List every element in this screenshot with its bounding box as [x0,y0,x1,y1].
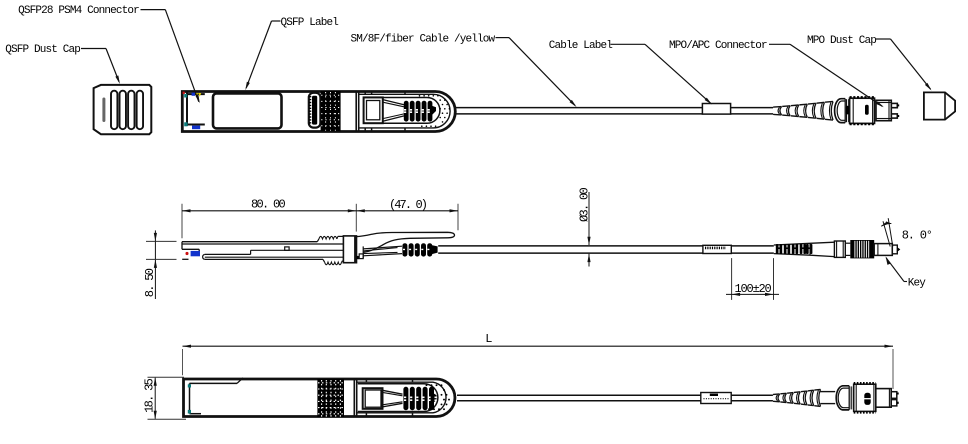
svg-text:QSFP Dust Cap: QSFP Dust Cap [5,44,80,56]
svg-text:QSFP28 PSM4 Connector: QSFP28 PSM4 Connector [18,5,139,17]
svg-text:MPO Dust Cap: MPO Dust Cap [807,35,876,47]
svg-text:18. 35: 18. 35 [143,378,157,413]
svg-text:L: L [485,332,492,346]
svg-text:QSFP Label: QSFP Label [281,17,339,29]
svg-text:100±20: 100±20 [734,282,771,296]
svg-text:80. 00: 80. 00 [251,198,286,212]
svg-text:8. 0°: 8. 0° [902,229,932,243]
svg-text:8. 50: 8. 50 [143,268,157,297]
svg-text:Ø3. 00: Ø3. 00 [577,188,591,223]
svg-text:(47. 0): (47. 0) [389,198,427,212]
svg-text:MPO/APC Connector: MPO/APC Connector [669,40,767,52]
svg-text:Cable Label: Cable Label [549,40,613,52]
svg-text:Key: Key [908,278,927,290]
svg-text:SM/8F/fiber Cable /yellow: SM/8F/fiber Cable /yellow [351,34,496,46]
